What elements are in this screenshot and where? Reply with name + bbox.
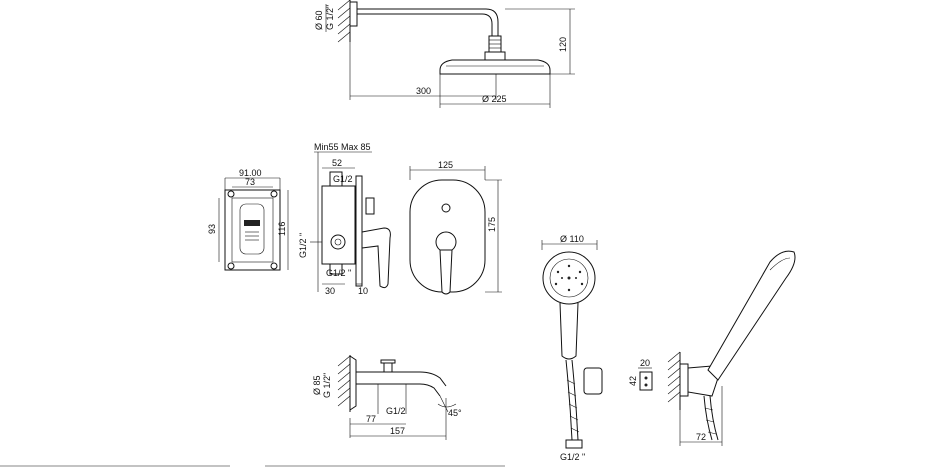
mixer-side-view: Min55 Max 85 52 G1/2 G1/2 " G1/2 " 30 10 <box>298 142 391 296</box>
dim-spout-length: 157 <box>390 426 405 436</box>
diverter-pull <box>383 362 393 373</box>
hose-side <box>703 395 719 441</box>
dim-front-height: 175 <box>487 217 497 232</box>
hose <box>565 359 579 441</box>
dim-top-thread: G1/2 <box>333 174 353 184</box>
wall-holder-front <box>583 367 603 395</box>
mixer-front-view: 125 175 <box>409 160 502 295</box>
dim-height-120: 120 <box>558 37 568 52</box>
shower-arm <box>357 8 499 36</box>
dim-arm-thread: G 1/2" <box>325 5 335 30</box>
dim-arm-length: 300 <box>416 86 431 96</box>
dim-arm-dia: Ø 60 <box>314 10 324 30</box>
dim-box-width-inner: 73 <box>245 177 255 187</box>
holder-side-view: 20 42 72 <box>628 250 796 446</box>
rain-shower-assembly: 120 Ø 60 G 1/2" 300 Ø 225 <box>314 0 575 108</box>
dim-front-width: 125 <box>438 160 453 170</box>
valve-body <box>321 185 356 265</box>
dim-spout-dia: Ø 85 <box>312 375 322 395</box>
wall-hatch-holder <box>667 351 681 410</box>
spout-body <box>356 371 447 397</box>
concealed-box: 91.00 73 93 116 <box>207 168 289 271</box>
dim-body-width: 52 <box>332 158 342 168</box>
dim-holder-depth: 72 <box>696 432 706 442</box>
wall-hatch-spout <box>337 355 351 412</box>
arm-flange <box>349 1 358 27</box>
box-label-plate <box>244 220 260 226</box>
dim-bottom-thread: G1/2 " <box>326 268 351 278</box>
bath-spout: Ø 85 G 1/2" G1/2 45° 77 157 <box>312 355 462 440</box>
handle-base <box>435 231 457 253</box>
swivel-joint <box>484 35 506 61</box>
hose-side-pattern <box>704 407 717 435</box>
dim-holder-42: 42 <box>628 376 638 386</box>
dim-box-height-inner: 93 <box>207 224 217 234</box>
box-outline <box>224 189 281 271</box>
hose-pattern <box>566 379 580 433</box>
dim-spout-thread: G 1/2" <box>322 373 332 398</box>
dim-hose-thread: G1/2 " <box>560 452 585 462</box>
dim-box-height-outer: 116 <box>277 222 287 236</box>
hand-shower-angled <box>707 250 796 381</box>
holder-bracket <box>639 371 653 391</box>
diverter-knob <box>441 203 451 213</box>
dim-depth-range: Min55 Max 85 <box>314 142 371 152</box>
dim-hand-dia: Ø 110 <box>560 234 584 244</box>
wall-hatch-top <box>337 0 351 43</box>
dim-side-thread: G1/2 " <box>298 233 308 258</box>
mixer-handle-front <box>439 249 453 295</box>
mixer-handle-side <box>361 227 391 289</box>
holder-wall-block <box>679 363 689 397</box>
hand-shower-front: Ø 110 G1/2 " <box>541 234 603 462</box>
dim-77: 77 <box>366 414 376 424</box>
dim-box-width-outer: 91.00 <box>239 168 262 178</box>
dim-30: 30 <box>325 286 335 296</box>
rain-head <box>439 59 551 75</box>
wall-plate-side <box>355 175 363 287</box>
dim-holder-20: 20 <box>640 358 650 368</box>
spout-flange <box>349 355 357 411</box>
dim-spout-inner-thread: G1/2 <box>386 406 406 416</box>
dim-10: 10 <box>358 286 368 296</box>
dim-spout-angle: 45° <box>448 408 462 418</box>
dim-head-dia: Ø 225 <box>482 94 507 104</box>
spray-nozzles <box>554 264 584 292</box>
hand-handle <box>559 302 579 360</box>
